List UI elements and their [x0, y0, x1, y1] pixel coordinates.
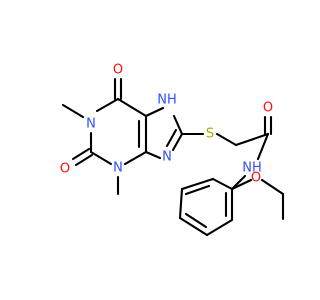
bond-n1-c6	[95, 97, 120, 113]
bond-ph-1	[211, 177, 234, 191]
bond-c6-c5	[116, 97, 148, 118]
bond-n3-c2	[89, 150, 113, 166]
bond-c4-n3	[123, 150, 148, 166]
bond-ring-o-ether	[230, 178, 253, 191]
atom-n1: N	[86, 117, 96, 132]
molecule-canvas: O NH N O N N S O NH O	[60, 63, 285, 237]
bond-ph-4-double	[184, 212, 208, 229]
atom-o-amide: O	[263, 101, 273, 116]
atom-s-thioether: S	[206, 127, 214, 142]
bond-ph-2-double	[184, 184, 211, 196]
atom-n-imidazole: N	[162, 150, 172, 165]
bond-ph-4	[178, 216, 209, 237]
atom-o-left: O	[60, 162, 70, 177]
bonds	[61, 77, 285, 237]
bond-ph-5	[205, 218, 234, 237]
bond-co-nh	[256, 132, 270, 161]
molecule-structure: O NH N O N N S O NH O	[60, 63, 285, 237]
atom-nh-amide: NH	[242, 161, 262, 176]
atom-n3: N	[113, 161, 123, 176]
bond-n9-c4	[144, 150, 162, 160]
bond-c2-o-left	[71, 147, 91, 161]
bond-ph-3	[178, 187, 184, 220]
atom-o-top: O	[113, 63, 123, 78]
atom-nh-imidazole: NH	[157, 93, 177, 108]
bond-ch2-co	[234, 132, 270, 147]
atom-labels: O NH N O N N S O NH O	[60, 63, 273, 186]
bond-s-ch2	[215, 132, 238, 147]
atom-o-ether: O	[251, 171, 261, 186]
bond-ph-2	[180, 177, 215, 191]
bond-c8-n9	[171, 132, 184, 152]
bond-c2-o-left-double	[74, 153, 94, 167]
bond-c8-n9-double	[165, 128, 178, 148]
bond-o-ether-ch2	[260, 178, 285, 196]
bond-c5-n7	[144, 106, 165, 118]
bond-n7-c8	[172, 114, 184, 136]
bond-n1-methyl	[61, 103, 85, 119]
